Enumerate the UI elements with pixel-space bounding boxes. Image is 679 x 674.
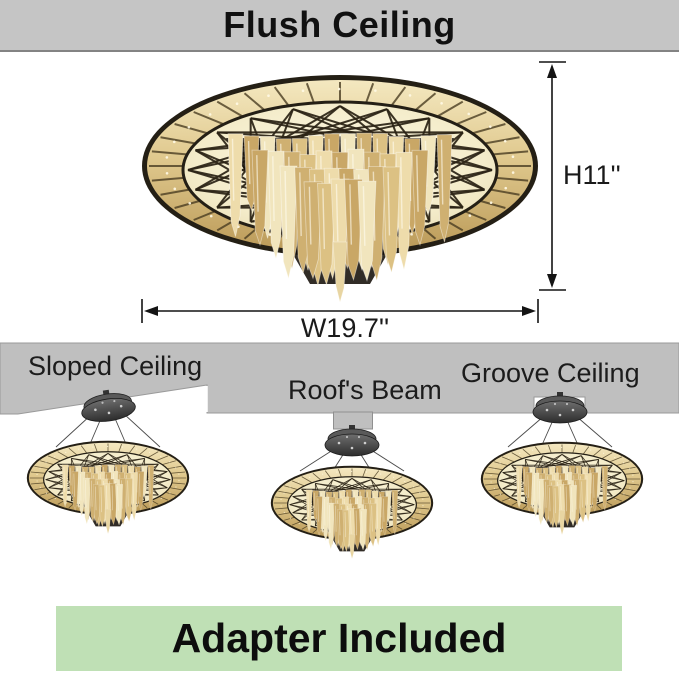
height-dimension-label: H11''	[563, 160, 621, 190]
installation-label-roofs-beam: Roof's Beam	[288, 375, 442, 405]
height-dimension-arrow	[539, 61, 566, 291]
bottom-banner: Adapter Included	[56, 606, 622, 671]
top-banner-title: Flush Ceiling	[223, 4, 456, 45]
top-banner: Flush Ceiling	[0, 0, 679, 52]
width-dimension-arrow	[141, 299, 539, 323]
installation-label-groove-ceiling: Groove Ceiling	[461, 358, 640, 388]
width-dimension-label: W19.7''	[300, 313, 390, 343]
bottom-banner-title: Adapter Included	[171, 615, 507, 661]
installation-label-sloped-ceiling: Sloped Ceiling	[28, 351, 203, 381]
